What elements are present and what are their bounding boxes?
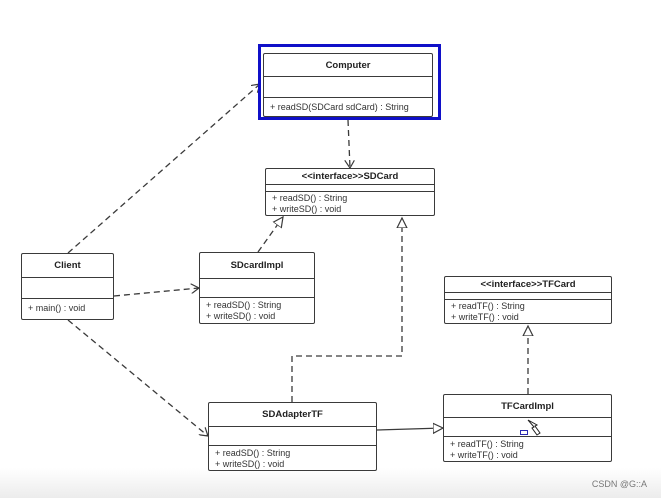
class-name: <<interface>>SDCard (266, 169, 434, 185)
class-name: Client (22, 254, 113, 278)
class-operations: + readTF() : String + writeTF() : void (445, 300, 611, 323)
operation: + writeTF() : void (450, 450, 518, 460)
class-name: SDcardImpl (200, 253, 314, 279)
operation: + readSD() : String (206, 300, 282, 310)
operation: + readSD(SDCard sdCard) : String (270, 102, 409, 112)
operation: + readSD() : String (272, 193, 348, 203)
operation: + writeTF() : void (451, 312, 519, 322)
class-operations: + main() : void (22, 299, 113, 314)
operation: + writeSD() : void (206, 311, 276, 321)
class-attributes (444, 418, 611, 437)
class-operations: + readSD(SDCard sdCard) : String (264, 98, 432, 113)
class-attributes (209, 427, 376, 446)
edge-client-computer (67, 84, 260, 254)
edge-client-sdcardimpl (113, 288, 199, 297)
operation: + readTF() : String (451, 301, 525, 311)
class-attributes (264, 77, 432, 98)
class-attributes (22, 278, 113, 299)
class-attributes (266, 185, 434, 192)
selection-highlight (258, 44, 441, 120)
class-attributes (445, 293, 611, 300)
edge-client-sdadapter (67, 319, 208, 436)
class-name: <<interface>>TFCard (445, 277, 611, 293)
class-sdadaptertf[interactable]: SDAdapterTF + readSD() : String + writeS… (208, 402, 377, 471)
class-operations: + readTF() : String + writeTF() : void (444, 437, 611, 461)
operation: + main() : void (28, 303, 86, 313)
watermark: CSDN @G::A (591, 479, 647, 489)
edge-computer-sdcard (348, 119, 350, 168)
class-operations: + readSD() : String + writeSD() : void (200, 298, 314, 322)
class-computer[interactable]: Computer + readSD(SDCard sdCard) : Strin… (263, 53, 433, 117)
class-tfcard-interface[interactable]: <<interface>>TFCard + readTF() : String … (444, 276, 612, 324)
operation: + writeSD() : void (272, 204, 342, 214)
class-name: Computer (264, 54, 432, 77)
hand-cursor-icon (527, 419, 541, 436)
edge-sdadapter-tfcardimpl (376, 428, 443, 430)
class-sdcardimpl[interactable]: SDcardImpl + readSD() : String + writeSD… (199, 252, 315, 324)
operation: + readSD() : String (215, 448, 291, 458)
class-operations: + readSD() : String + writeSD() : void (209, 446, 376, 470)
class-attributes (200, 279, 314, 298)
operation: + writeSD() : void (215, 459, 285, 469)
class-operations: + readSD() : String + writeSD() : void (266, 192, 434, 215)
class-name: SDAdapterTF (209, 403, 376, 427)
class-client[interactable]: Client + main() : void (21, 253, 114, 320)
edge-sdcardimpl-sdcard (257, 217, 283, 253)
class-sdcard-interface[interactable]: <<interface>>SDCard + readSD() : String … (265, 168, 435, 216)
edge-sdadapter-sdcard (291, 218, 402, 402)
operation: + readTF() : String (450, 439, 524, 449)
bottom-band (0, 468, 661, 498)
class-tfcardimpl[interactable]: TFCardImpl + readTF() : String + writeTF… (443, 394, 612, 462)
resize-handle[interactable] (520, 430, 528, 435)
class-name: TFCardImpl (444, 395, 611, 419)
